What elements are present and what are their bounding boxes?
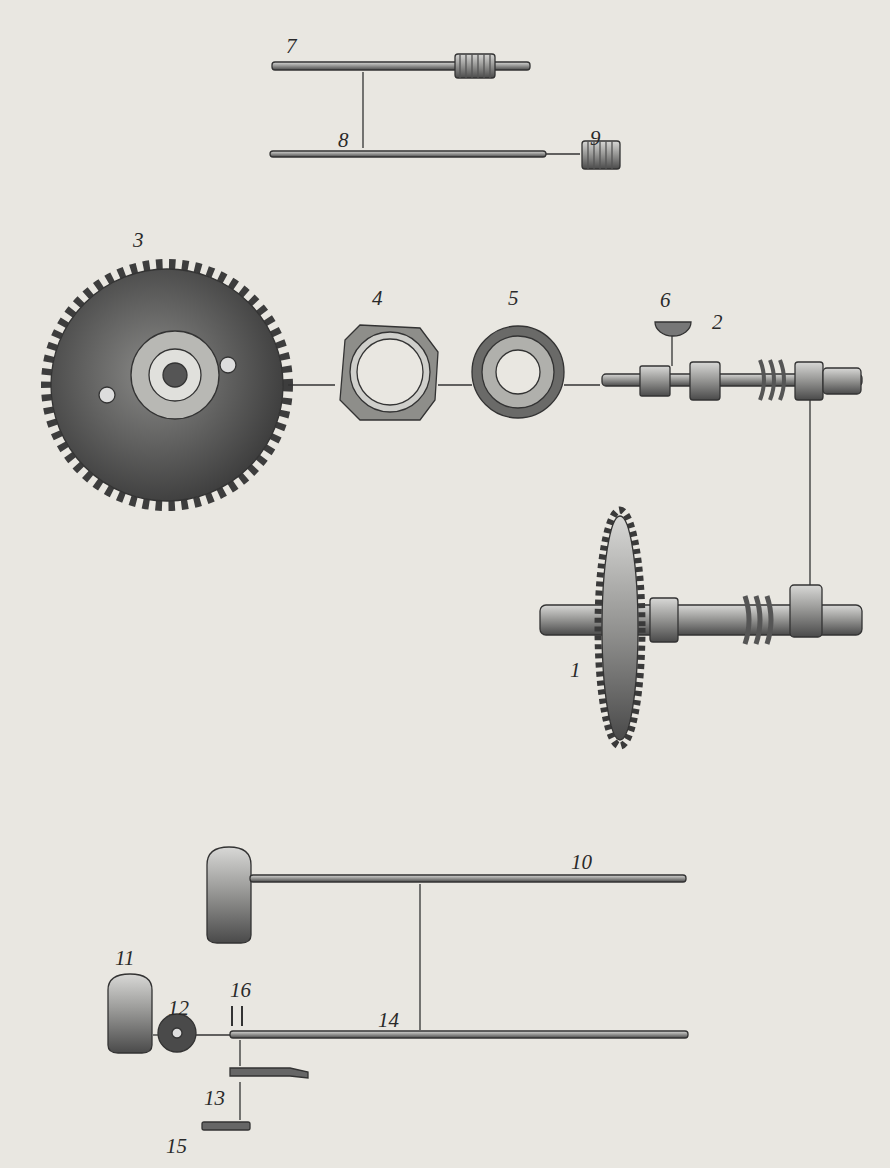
callout-number: 13 — [204, 1088, 225, 1109]
callout-number: 1 — [570, 660, 581, 681]
callout-number: 3 — [133, 230, 144, 251]
callout-number: 11 — [115, 948, 134, 969]
callout-number: 10 — [571, 852, 592, 873]
callout-number: 4 — [372, 288, 383, 309]
callout-number: 9 — [590, 128, 601, 149]
callout-number: 12 — [168, 998, 189, 1019]
callout-number: 7 — [286, 36, 297, 57]
callout-number: 5 — [508, 288, 519, 309]
callout-number: 15 — [166, 1136, 187, 1157]
callout-number: 2 — [712, 312, 723, 333]
callout-number: 6 — [660, 290, 671, 311]
callout-number: 14 — [378, 1010, 399, 1031]
callout-number: 8 — [338, 130, 349, 151]
callout-number: 16 — [230, 980, 251, 1001]
